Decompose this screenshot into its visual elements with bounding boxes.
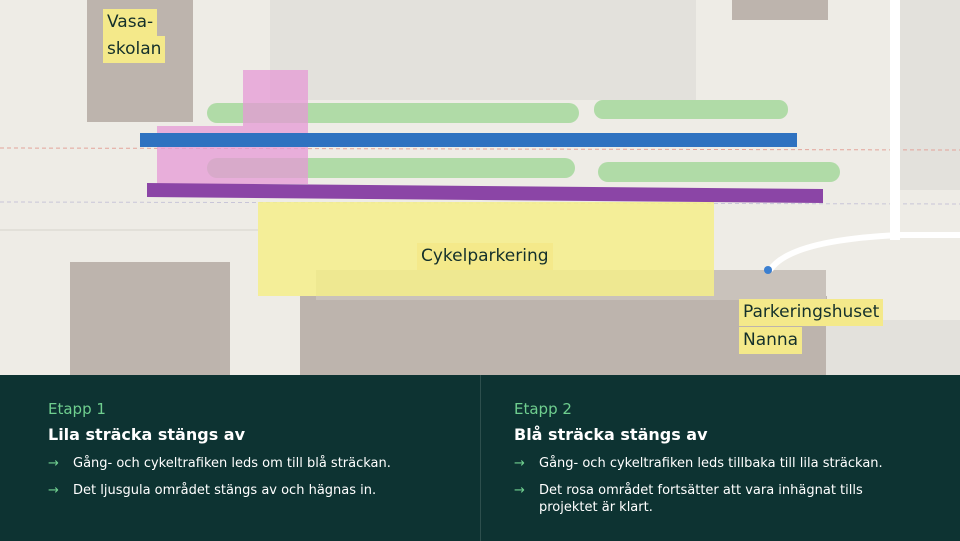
arrow-right-icon: → xyxy=(514,483,525,498)
label-vasaskolan-line1: Vasa- xyxy=(103,9,158,36)
map-view[interactable]: Vasa- skolan Cykelparkering Parkeringshu… xyxy=(0,0,960,375)
etapp1-bullet-list: → Gång- och cykeltrafiken leds om till bl… xyxy=(48,455,458,509)
building-northeast xyxy=(732,0,828,20)
label-vasaskolan-line2: skolan xyxy=(103,36,166,63)
etapp1-column: Etapp 1 Lila sträcka stängs av → Gång- oc… xyxy=(0,375,481,541)
list-item: → Gång- och cykeltrafiken leds tillbaka t… xyxy=(514,455,914,472)
list-item: → Det ljusgula området stängs av och hägn… xyxy=(48,482,458,499)
label-parkeringshuset-line1: Parkeringshuset xyxy=(739,299,884,326)
bullet-text: Det rosa området fortsätter att vara inh… xyxy=(539,483,863,515)
etapp2-bullet-list: → Gång- och cykeltrafiken leds tillbaka t… xyxy=(514,455,914,526)
street-vertical xyxy=(890,0,900,240)
info-panel: Etapp 1 Lila sträcka stängs av → Gång- oc… xyxy=(0,375,960,541)
map-canvas xyxy=(0,0,960,375)
street-line-north xyxy=(0,147,960,151)
bullet-text: Gång- och cykeltrafiken leds om till blå… xyxy=(73,456,391,471)
label-cykelparkering: Cykelparkering xyxy=(417,243,553,270)
blue-route xyxy=(140,133,797,147)
bullet-text: Gång- och cykeltrafiken leds tillbaka ti… xyxy=(539,456,883,471)
etapp1-stage: Etapp 1 xyxy=(48,400,106,418)
etapp1-heading: Lila sträcka stängs av xyxy=(48,425,246,444)
arrow-right-icon: → xyxy=(514,456,525,471)
pink-area-top xyxy=(243,70,308,126)
label-parkeringshuset-line2: Nanna xyxy=(739,327,803,354)
purple-route xyxy=(147,183,823,203)
bullet-text: Det ljusgula området stängs av och hägna… xyxy=(73,483,377,498)
building-southeast xyxy=(826,320,960,375)
parking-icon xyxy=(764,266,772,274)
arrow-right-icon: → xyxy=(48,456,59,471)
arrow-right-icon: → xyxy=(48,483,59,498)
green-strip-4 xyxy=(598,162,840,182)
street-curve xyxy=(767,232,960,272)
street-line-nygatan xyxy=(0,201,960,205)
building-southwest xyxy=(70,262,230,375)
building-north xyxy=(270,0,696,100)
etapp2-stage: Etapp 2 xyxy=(514,400,572,418)
list-item: → Gång- och cykeltrafiken leds om till bl… xyxy=(48,455,458,472)
etapp2-column: Etapp 2 Blå sträcka stängs av → Gång- och… xyxy=(481,375,960,541)
green-strip-2 xyxy=(594,100,788,119)
list-item: → Det rosa området fortsätter att vara in… xyxy=(514,482,914,516)
etapp2-heading: Blå sträcka stängs av xyxy=(514,425,708,444)
building-east xyxy=(900,0,960,190)
